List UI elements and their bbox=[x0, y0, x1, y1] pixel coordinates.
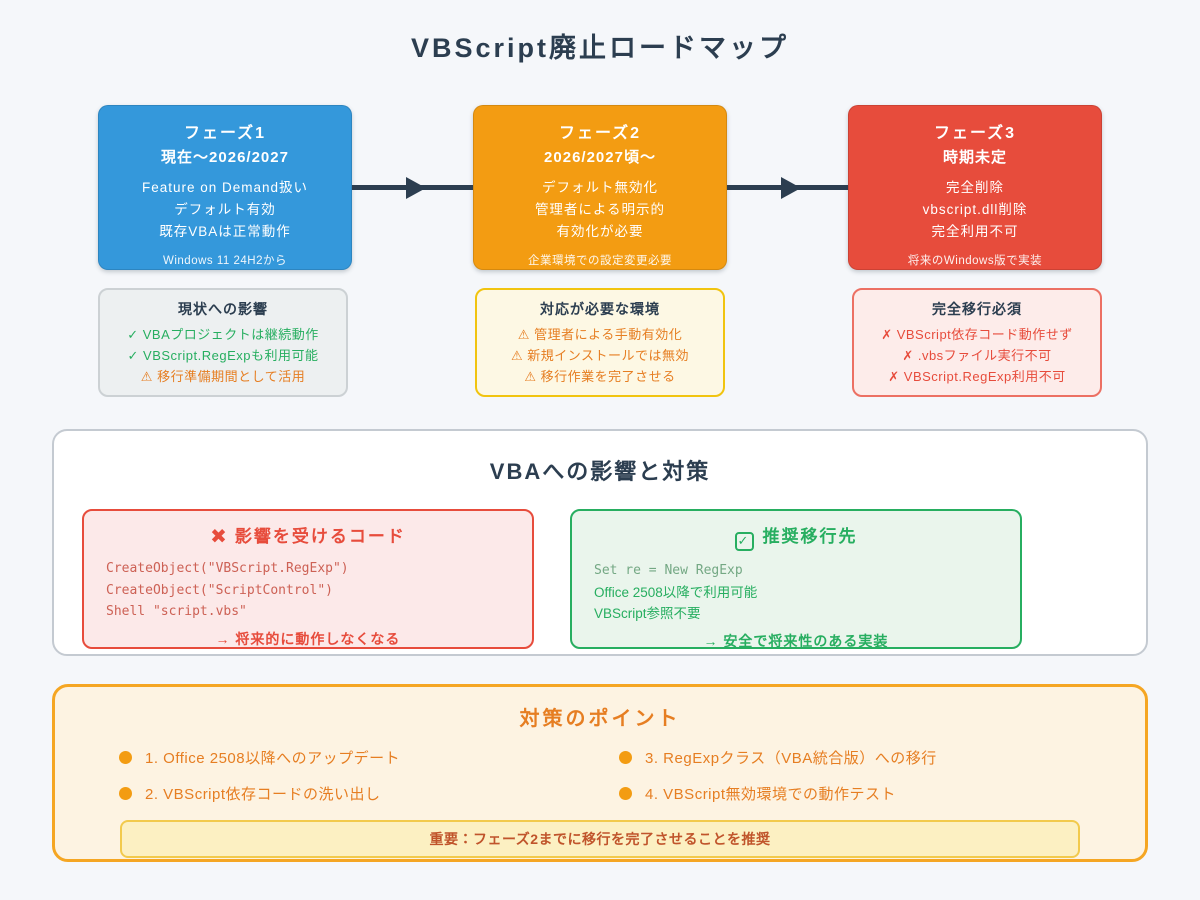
recommended-header: ✓推奨移行先 bbox=[572, 522, 1020, 551]
phase-3-details: 完全削除 vbscript.dll削除 完全利用不可 bbox=[849, 177, 1101, 243]
status-item: ⚠ 新規インストールでは無効 bbox=[510, 348, 690, 363]
action-points-right-column: 3. RegExpクラス（VBA統合版）への移行 4. VBScript無効環境… bbox=[619, 747, 1119, 819]
phase-flow-row: フェーズ1 現在～2026/2027 Feature on Demand扱い デ… bbox=[98, 105, 1102, 270]
warning-icon: ⚠ bbox=[517, 327, 530, 342]
phase-1-line: Feature on Demand扱い bbox=[141, 180, 309, 195]
status-box-current-impact: 現状への影響 ✓ VBAプロジェクトは継続動作 ✓ VBScript.RegEx… bbox=[98, 288, 348, 397]
action-points-left-column: 1. Office 2508以降へのアップデート 2. VBScript依存コー… bbox=[119, 747, 619, 819]
phase-card-2: フェーズ2 2026/2027頃～ デフォルト無効化 管理者による明示的 有効化… bbox=[473, 105, 727, 270]
cross-icon: ✗ bbox=[881, 327, 893, 342]
flow-arrow-1-2 bbox=[352, 176, 473, 199]
status-item: ⚠ 移行作業を完了させる bbox=[524, 369, 676, 384]
action-item: 3. RegExpクラス（VBA統合版）への移行 bbox=[619, 747, 1119, 768]
status-box-full-migration: 完全移行必須 ✗ VBScript依存コード動作せず ✗ .vbsファイル実行不… bbox=[852, 288, 1102, 397]
bullet-icon bbox=[619, 787, 632, 800]
phase-1-line: 既存VBAは正常動作 bbox=[159, 224, 291, 239]
status-box-title: 現状への影響 bbox=[178, 301, 268, 317]
phase-3-line: 完全削除 bbox=[946, 180, 1004, 195]
phase-3-name: フェーズ3 bbox=[933, 125, 1017, 142]
status-item: ✗ VBScript.RegExp利用不可 bbox=[888, 369, 1066, 384]
checkbox-icon: ✓ bbox=[734, 532, 754, 551]
status-box-action-needed: 対応が必要な環境 ⚠ 管理者による手動有効化 ⚠ 新規インストールでは無効 ⚠ … bbox=[475, 288, 725, 397]
phase-2-note: 企業環境での設定変更必要 bbox=[528, 255, 672, 267]
warning-icon: ⚠ bbox=[524, 369, 537, 384]
phase-3-line: vbscript.dll削除 bbox=[922, 202, 1028, 217]
bullet-icon bbox=[119, 751, 132, 764]
vba-impact-section: VBAへの影響と対策 ✖影響を受けるコード CreateObject("VBSc… bbox=[52, 429, 1148, 656]
phase-3-period: 時期未定 bbox=[942, 149, 1007, 166]
affected-code-footer: → 将来的に動作しなくなる bbox=[215, 630, 401, 647]
status-item: ⚠ 移行準備期間として活用 bbox=[140, 369, 306, 384]
warning-icon: ⚠ bbox=[510, 348, 524, 363]
code-line: CreateObject("ScriptControl") bbox=[106, 582, 333, 598]
status-item: ✓ VBAプロジェクトは継続動作 bbox=[127, 327, 319, 342]
recommended-line: Office 2508以降で利用可能 bbox=[594, 584, 758, 600]
phase-card-3: フェーズ3 時期未定 完全削除 vbscript.dll削除 完全利用不可 将来… bbox=[848, 105, 1102, 270]
phase-1-name: フェーズ1 bbox=[183, 125, 267, 142]
affected-code-header: ✖影響を受けるコード bbox=[210, 526, 406, 548]
phase-1-period: 現在～2026/2027 bbox=[161, 149, 289, 166]
phase-card-1: フェーズ1 現在～2026/2027 Feature on Demand扱い デ… bbox=[98, 105, 352, 270]
status-box-title: 対応が必要な環境 bbox=[540, 301, 660, 317]
affected-code-box: ✖影響を受けるコード CreateObject("VBScript.RegExp… bbox=[82, 509, 534, 649]
recommended-footer: → 安全で将来性のある実装 bbox=[703, 632, 889, 649]
phase-1-details: Feature on Demand扱い デフォルト有効 既存VBAは正常動作 bbox=[99, 177, 351, 243]
action-points-title: 対策のポイント bbox=[519, 708, 681, 730]
status-item: ✓ VBScript.RegExpも利用可能 bbox=[127, 348, 319, 363]
action-label: 2. VBScript依存コードの洗い出し bbox=[145, 786, 381, 803]
x-mark-icon: ✖ bbox=[210, 526, 227, 548]
status-row: 現状への影響 ✓ VBAプロジェクトは継続動作 ✓ VBScript.RegEx… bbox=[0, 288, 1200, 397]
phase-1-note: Windows 11 24H2から bbox=[163, 255, 287, 267]
flow-arrow-2-3 bbox=[727, 176, 848, 199]
bullet-icon bbox=[619, 751, 632, 764]
phase-2-line: 管理者による明示的 bbox=[534, 202, 666, 217]
phase-2-period: 2026/2027頃～ bbox=[544, 149, 656, 166]
status-box-title: 完全移行必須 bbox=[932, 301, 1022, 317]
phase-2-name: フェーズ2 bbox=[558, 125, 642, 142]
code-line: Set re = New RegExp bbox=[594, 563, 743, 578]
status-item: ⚠ 管理者による手動有効化 bbox=[517, 327, 683, 342]
status-item: ✗ .vbsファイル実行不可 bbox=[902, 348, 1052, 363]
cross-icon: ✗ bbox=[902, 348, 914, 363]
phase-3-note: 将来のWindows版で実装 bbox=[907, 255, 1043, 267]
code-line: CreateObject("VBScript.RegExp") bbox=[106, 561, 349, 576]
action-item: 2. VBScript依存コードの洗い出し bbox=[119, 783, 619, 804]
vba-section-title: VBAへの影響と対策 bbox=[489, 459, 711, 484]
page-title: VBScript廃止ロードマップ bbox=[410, 33, 790, 63]
action-item: 4. VBScript無効環境での動作テスト bbox=[619, 783, 1119, 804]
action-item: 1. Office 2508以降へのアップデート bbox=[119, 747, 619, 768]
warning-icon: ⚠ bbox=[140, 369, 153, 384]
action-points-section: 対策のポイント 1. Office 2508以降へのアップデート 2. VBSc… bbox=[52, 684, 1148, 862]
code-line: Shell "script.vbs" bbox=[106, 604, 247, 619]
action-label: 1. Office 2508以降へのアップデート bbox=[145, 750, 401, 767]
action-label: 4. VBScript無効環境での動作テスト bbox=[645, 786, 897, 803]
cross-icon: ✗ bbox=[888, 369, 900, 384]
phase-3-line: 完全利用不可 bbox=[931, 224, 1019, 239]
bullet-icon bbox=[119, 787, 132, 800]
action-points-grid: 1. Office 2508以降へのアップデート 2. VBScript依存コー… bbox=[119, 747, 1145, 819]
check-icon: ✓ bbox=[127, 348, 139, 363]
check-icon: ✓ bbox=[127, 327, 139, 342]
phase-2-line: 有効化が必要 bbox=[556, 224, 644, 239]
phase-2-line: デフォルト無効化 bbox=[542, 180, 658, 195]
important-note: 重要：フェーズ2までに移行を完了させることを推奨 bbox=[120, 820, 1080, 858]
phase-2-details: デフォルト無効化 管理者による明示的 有効化が必要 bbox=[474, 177, 726, 243]
action-label: 3. RegExpクラス（VBA統合版）への移行 bbox=[645, 750, 937, 767]
affected-code-block: CreateObject("VBScript.RegExp") CreateOb… bbox=[106, 558, 532, 623]
status-item: ✗ VBScript依存コード動作せず bbox=[881, 327, 1073, 342]
arrow-head-icon bbox=[405, 176, 426, 199]
recommended-code-block: Set re = New RegExp Office 2508以降で利用可能 V… bbox=[594, 560, 1020, 625]
arrow-head-icon bbox=[780, 176, 801, 199]
phase-1-line: デフォルト有効 bbox=[174, 202, 276, 217]
recommended-migration-box: ✓推奨移行先 Set re = New RegExp Office 2508以降… bbox=[570, 509, 1022, 649]
recommended-line: VBScript参照不要 bbox=[594, 606, 701, 621]
vba-boxes-row: ✖影響を受けるコード CreateObject("VBScript.RegExp… bbox=[82, 509, 1146, 649]
